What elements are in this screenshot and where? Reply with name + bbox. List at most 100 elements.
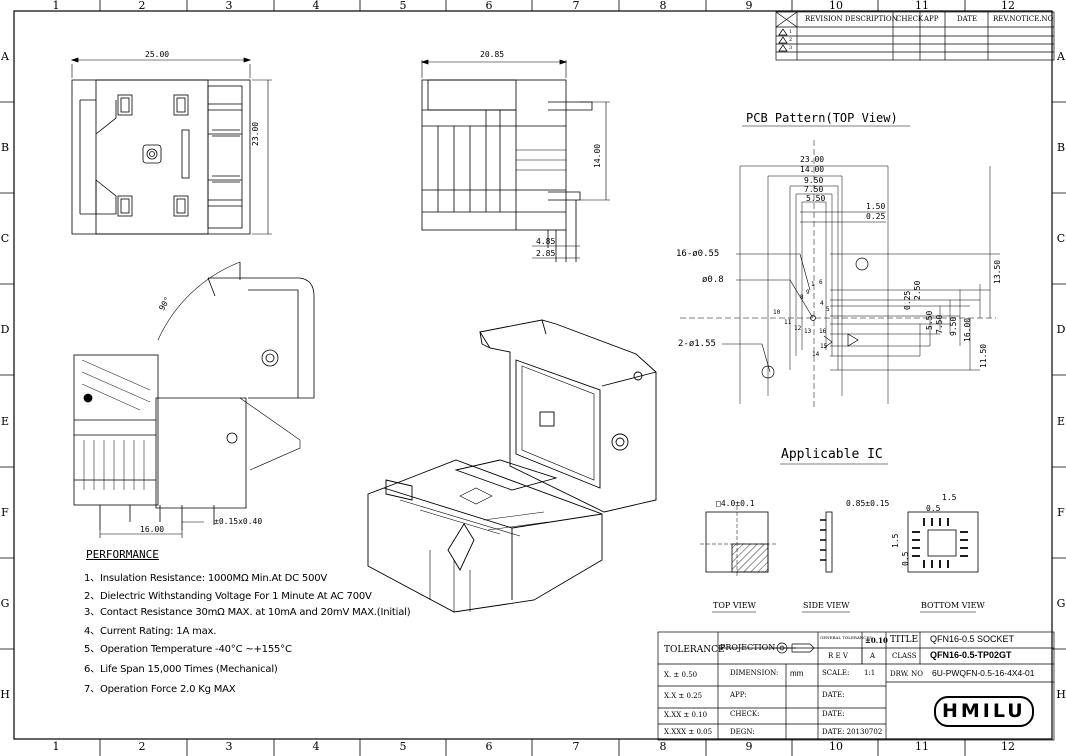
side-d1-dim: 4.85 xyxy=(536,237,556,246)
performance-item-5: 5、Operation Temperature -40°C ~+155°C xyxy=(84,644,292,655)
zone-row-D-right: D xyxy=(1056,323,1066,336)
pcb-pin-5: 5 xyxy=(826,306,830,313)
performance-title: PERFORMANCE xyxy=(86,548,159,561)
pcb-h-dim-5-5: 5.50 xyxy=(806,194,826,203)
rev-row-3: 3 xyxy=(789,45,793,51)
zone-col-11-bottom: 11 xyxy=(915,740,929,753)
zone-col-12-bottom: 12 xyxy=(1001,740,1015,753)
zone-col-9-bottom: 9 xyxy=(745,740,753,753)
isometric-socket xyxy=(367,319,657,613)
pcb-h-dim-1-5: 1.50 xyxy=(866,202,886,211)
zone-row-E-right: E xyxy=(1056,415,1066,428)
drawing-number-label: DRW. NO xyxy=(890,670,924,678)
zone-row-G: G xyxy=(0,597,10,610)
zone-row-D: D xyxy=(0,323,10,336)
class-label: CLASS xyxy=(892,652,917,660)
lead-span-dim: 16.00 xyxy=(140,525,165,534)
ic-top-view-label: TOP VIEW xyxy=(713,601,756,610)
pcb-pin-15: 15 xyxy=(820,343,828,350)
side-height-dim: 14.00 xyxy=(593,143,602,168)
pcb-pattern-title: PCB Pattern(TOP View) xyxy=(746,111,898,125)
rev-row-2: 2 xyxy=(789,37,793,43)
date-label-2: DATE: xyxy=(822,710,845,718)
pcb-h-dim-14: 14.00 xyxy=(800,165,825,174)
pcb-callout-pins: 16-ø0.55 xyxy=(676,249,720,259)
general-tolerance-label: GENERAL TOLERANCES xyxy=(820,635,873,640)
pcb-v-dim-2-5: 2.50 xyxy=(913,280,922,300)
rev-label: R E V xyxy=(828,652,848,660)
ic-side-view-label: SIDE VIEW xyxy=(803,601,850,610)
pcb-v-dim-5-5: 5.50 xyxy=(925,310,934,330)
zone-col-2: 2 xyxy=(138,0,146,12)
date-label-3: DATE: 20130702 xyxy=(822,728,883,736)
pcb-callout-center: ø0.8 xyxy=(702,275,724,285)
zone-row-B: B xyxy=(0,141,10,154)
pcb-v-dim-11-5: 11.50 xyxy=(979,343,988,368)
top-view xyxy=(70,57,272,235)
tolerance-1: X. ± 0.50 xyxy=(664,671,698,679)
pcb-h-dim-23: 23.00 xyxy=(800,155,825,164)
pcb-pin-1: 1 xyxy=(811,281,815,288)
ic-bottom-dim-1: 1.5 xyxy=(942,493,957,502)
ic-bottom-dim-2: 0.5 xyxy=(926,504,941,513)
title-label: TITLE xyxy=(890,635,919,645)
zone-row-A-right: A xyxy=(1057,50,1065,63)
lead-pitch-dim: ±0.15x0.40 xyxy=(214,517,263,526)
side-d2-dim: 2.85 xyxy=(536,249,556,258)
ic-bottom-dim-4: 0.5 xyxy=(901,551,910,566)
pcb-v-dim-0-25: 0.25 xyxy=(903,290,912,310)
zone-row-E: E xyxy=(0,415,10,428)
zone-row-F-right: F xyxy=(1057,506,1065,519)
applicable-ic-graphics xyxy=(700,463,979,613)
zone-row-C-right: C xyxy=(1056,232,1066,245)
zone-col-7: 7 xyxy=(572,0,580,12)
class-value: QFN16-0.5-TP02GT xyxy=(930,650,1012,660)
pcb-pin-14: 14 xyxy=(812,351,820,358)
app-label: APP: xyxy=(730,691,747,699)
zone-row-C: C xyxy=(0,232,10,245)
pcb-v-dim-9-5: 9.50 xyxy=(949,316,958,336)
zone-col-1: 1 xyxy=(52,0,60,12)
zone-col-10-bottom: 10 xyxy=(829,740,843,753)
zone-col-5-bottom: 5 xyxy=(399,740,407,753)
pcb-pin-6: 6 xyxy=(819,279,823,286)
date-label-1: DATE: xyxy=(822,691,845,699)
pcb-pin-4: 4 xyxy=(820,300,824,307)
zone-col-9: 9 xyxy=(745,0,753,12)
zone-col-7-bottom: 7 xyxy=(572,740,580,753)
top-height-dim: 23.00 xyxy=(251,121,260,146)
performance-item-4: 4、Current Rating: 1A max. xyxy=(84,626,217,637)
tolerance-2: X.X ± 0.25 xyxy=(664,692,703,700)
rev-header-check: CHECK xyxy=(896,15,924,23)
drawing-number: 6U-PWQFN-0.5-16-4X4-01 xyxy=(932,668,1035,678)
drawing-title: QFN16-0.5 SOCKET xyxy=(930,634,1015,644)
performance-item-1: 1、Insulation Resistance: 1000MΩ Min.At D… xyxy=(84,573,328,584)
zone-row-B-right: B xyxy=(1056,141,1066,154)
side-view xyxy=(420,59,610,262)
zone-row-H: H xyxy=(0,688,10,701)
pcb-pin-11: 11 xyxy=(784,319,792,326)
performance-item-2: 2、Dielectric Withstanding Voltage For 1 … xyxy=(84,591,372,602)
pcb-h-dim-0-25: 0.25 xyxy=(866,212,886,221)
ic-body-dim: □4.0±0.1 xyxy=(716,499,755,508)
zone-col-8-bottom: 8 xyxy=(659,740,667,753)
top-width-dim: 25.00 xyxy=(145,50,170,59)
zone-col-11: 11 xyxy=(915,0,929,12)
general-tolerance-value: ±0.10 xyxy=(865,636,888,645)
pcb-pin-16: 16 xyxy=(819,328,827,335)
pcb-v-dim-7-5: 7.50 xyxy=(935,314,944,334)
scale-value: 1:1 xyxy=(864,669,876,677)
dimension-unit: mm xyxy=(790,669,804,678)
zone-col-2-bottom: 2 xyxy=(138,740,146,753)
pcb-v-dim-16: 16.00 xyxy=(963,317,972,342)
performance-item-7: 7、Operation Force 2.0 Kg MAX xyxy=(84,684,236,695)
tolerance-4: X.XXX ± 0.05 xyxy=(664,728,713,736)
zone-col-3-bottom: 3 xyxy=(225,740,233,753)
rev-row-1: 1 xyxy=(789,29,793,35)
applicable-ic-title: Applicable IC xyxy=(781,447,883,462)
pcb-pattern-graphics xyxy=(680,125,1000,410)
scale-label: SCALE: xyxy=(822,669,850,677)
performance-item-3: 3、Contact Resistance 30mΩ MAX. at 10mA a… xyxy=(84,607,411,618)
